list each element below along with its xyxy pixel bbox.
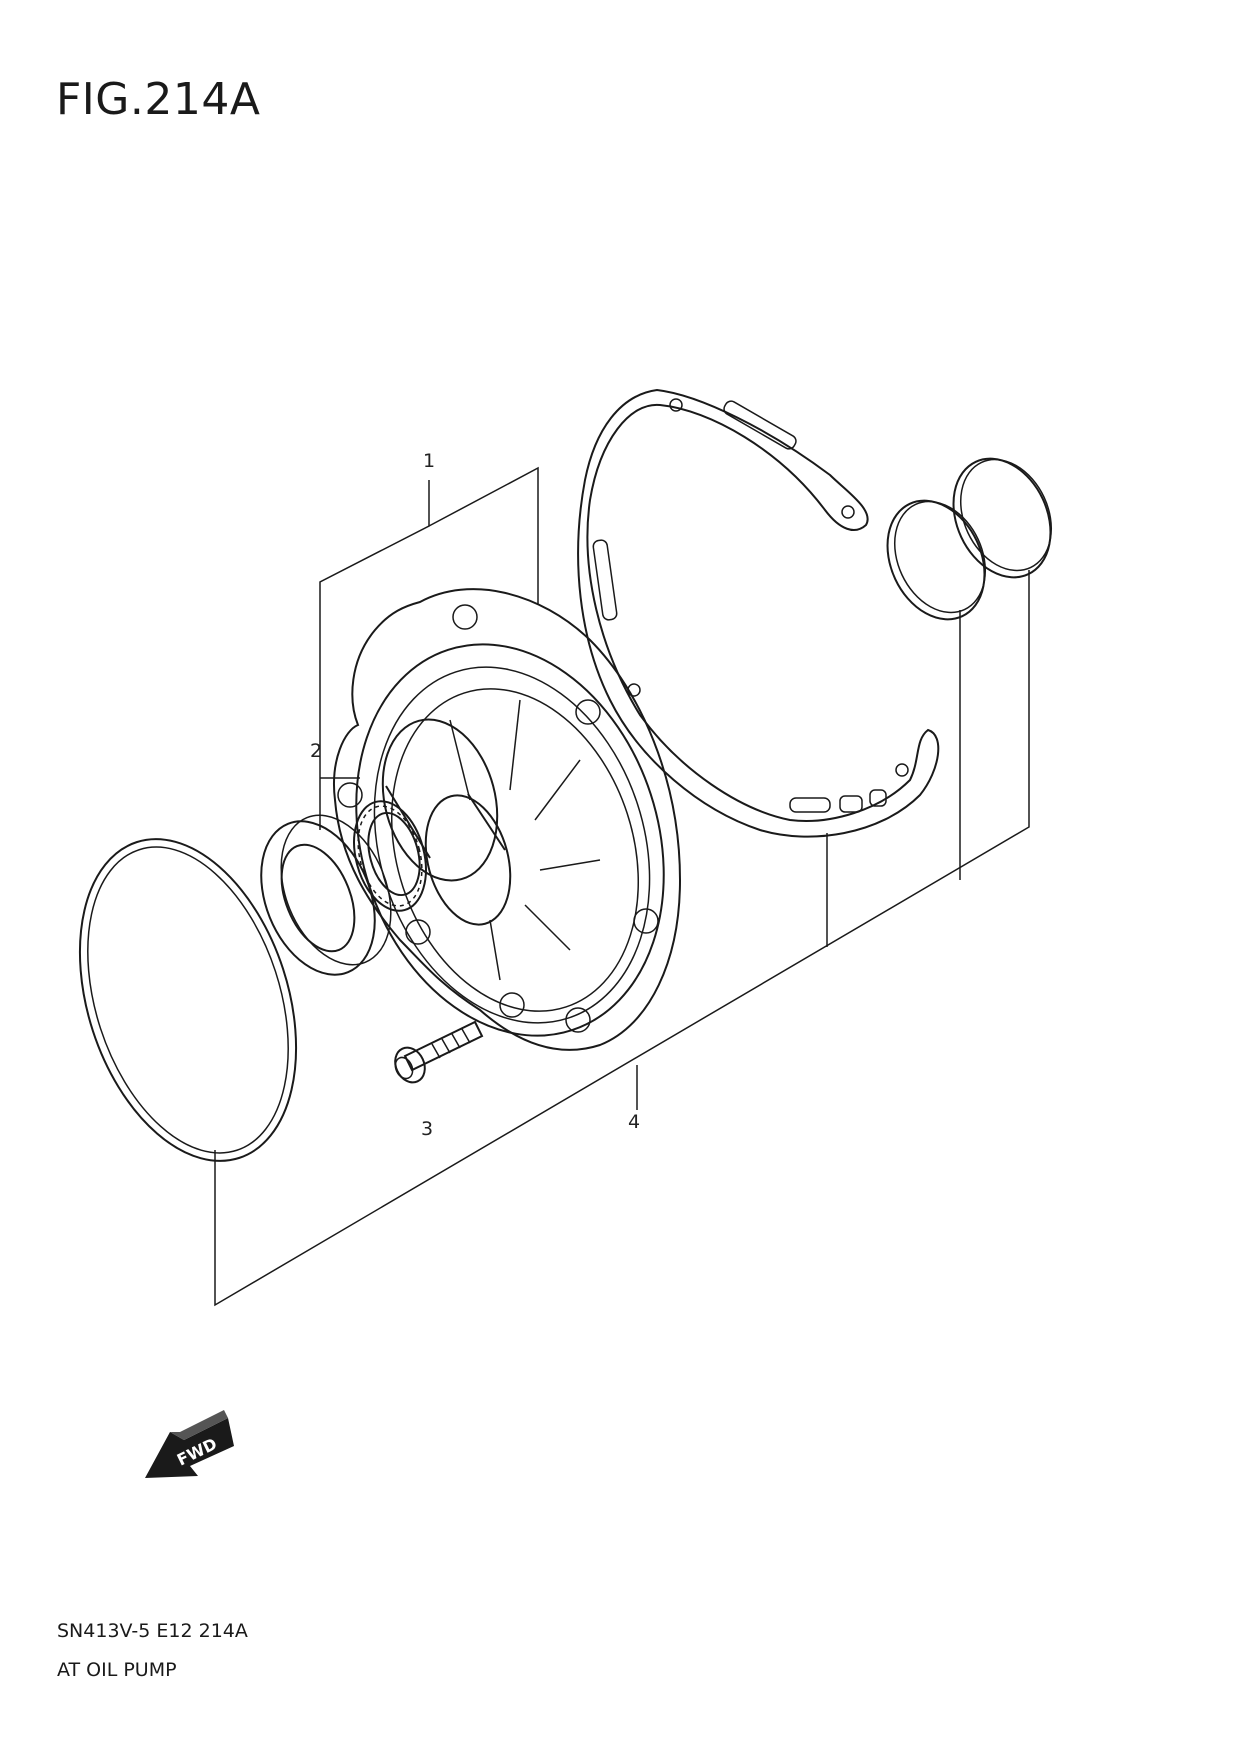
- callout-4: 4: [628, 1111, 640, 1133]
- bolt: [394, 1020, 484, 1084]
- footer-code: SN413V-5 E12 214A: [57, 1620, 248, 1642]
- oil-pump-body: [333, 588, 682, 1051]
- callout-1: 1: [423, 450, 435, 472]
- bracket-4: [214, 570, 1030, 1307]
- oil-seal: [260, 814, 392, 976]
- small-o-ring-2: [952, 457, 1053, 579]
- callout-2: 2: [310, 740, 322, 762]
- large-o-ring: [78, 838, 298, 1162]
- gasket: [577, 388, 940, 838]
- small-o-ring-1: [886, 499, 987, 621]
- figure-title: FIG.214A: [56, 74, 261, 125]
- footer-name: AT OIL PUMP: [57, 1659, 177, 1681]
- bracket-1-2: [319, 466, 539, 830]
- callout-3: 3: [421, 1118, 433, 1140]
- fwd-arrow-icon: FWD: [145, 1410, 234, 1478]
